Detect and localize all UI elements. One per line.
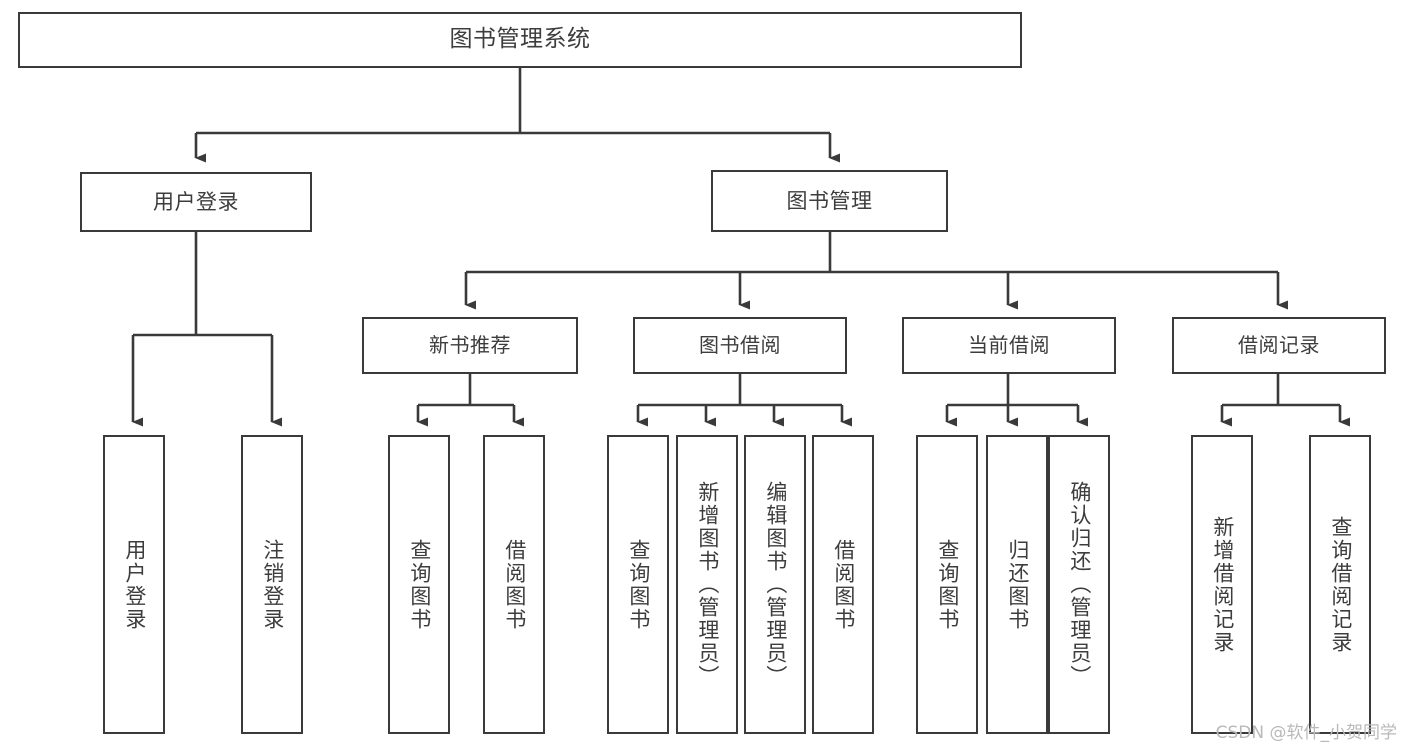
node-book-borrow-label: 图书借阅	[699, 332, 781, 357]
leaf-current-return-book-label: 归还图书	[1005, 538, 1030, 631]
leaf-user-login-label: 用户登录	[122, 538, 147, 631]
leaf-record-add-label: 新增借阅记录	[1210, 515, 1235, 654]
leaf-borrow-add-book-label: 新增图书（管理员）	[695, 481, 720, 688]
leaf-borrow-edit-book[interactable]: 编辑图书（管理员）	[744, 435, 806, 734]
node-root-label: 图书管理系统	[449, 26, 591, 53]
node-user-login[interactable]: 用户登录	[80, 172, 312, 232]
node-book-management-label: 图书管理	[786, 188, 873, 213]
leaf-borrow-query-book[interactable]: 查询图书	[607, 435, 669, 734]
leaf-current-query-book[interactable]: 查询图书	[916, 435, 978, 734]
leaf-recommend-query-book[interactable]: 查询图书	[388, 435, 450, 734]
leaf-record-query[interactable]: 查询借阅记录	[1309, 435, 1371, 734]
node-borrow-record-label: 借阅记录	[1238, 332, 1320, 357]
leaf-current-return-book[interactable]: 归还图书	[986, 435, 1048, 734]
node-borrow-record[interactable]: 借阅记录	[1172, 317, 1386, 374]
leaf-borrow-borrow-book[interactable]: 借阅图书	[812, 435, 874, 734]
leaf-user-login[interactable]: 用户登录	[103, 435, 165, 734]
leaf-borrow-edit-book-label: 编辑图书（管理员）	[763, 481, 788, 688]
leaf-user-logout-label: 注销登录	[260, 538, 285, 631]
node-book-borrow[interactable]: 图书借阅	[633, 317, 847, 374]
node-book-management[interactable]: 图书管理	[711, 170, 948, 232]
leaf-current-query-book-label: 查询图书	[935, 538, 960, 631]
leaf-borrow-borrow-book-label: 借阅图书	[831, 538, 856, 631]
node-user-login-label: 用户登录	[153, 189, 239, 214]
watermark: CSDN @软件_小贺同学	[1215, 723, 1397, 743]
leaf-recommend-borrow-book[interactable]: 借阅图书	[483, 435, 545, 734]
leaf-borrow-add-book[interactable]: 新增图书（管理员）	[676, 435, 738, 734]
leaf-record-add[interactable]: 新增借阅记录	[1191, 435, 1253, 734]
node-new-book-recommend[interactable]: 新书推荐	[362, 317, 578, 374]
leaf-current-confirm-return[interactable]: 确认归还（管理员）	[1048, 435, 1110, 734]
leaf-current-confirm-return-label: 确认归还（管理员）	[1067, 481, 1092, 688]
leaf-recommend-borrow-book-label: 借阅图书	[502, 538, 527, 631]
leaf-borrow-query-book-label: 查询图书	[626, 538, 651, 631]
leaf-user-logout[interactable]: 注销登录	[241, 435, 303, 734]
leaf-recommend-query-book-label: 查询图书	[407, 538, 432, 631]
node-current-borrow-label: 当前借阅	[968, 332, 1050, 357]
node-root[interactable]: 图书管理系统	[18, 12, 1022, 68]
node-new-book-recommend-label: 新书推荐	[429, 332, 511, 357]
node-current-borrow[interactable]: 当前借阅	[902, 317, 1116, 374]
leaf-record-query-label: 查询借阅记录	[1328, 515, 1353, 654]
